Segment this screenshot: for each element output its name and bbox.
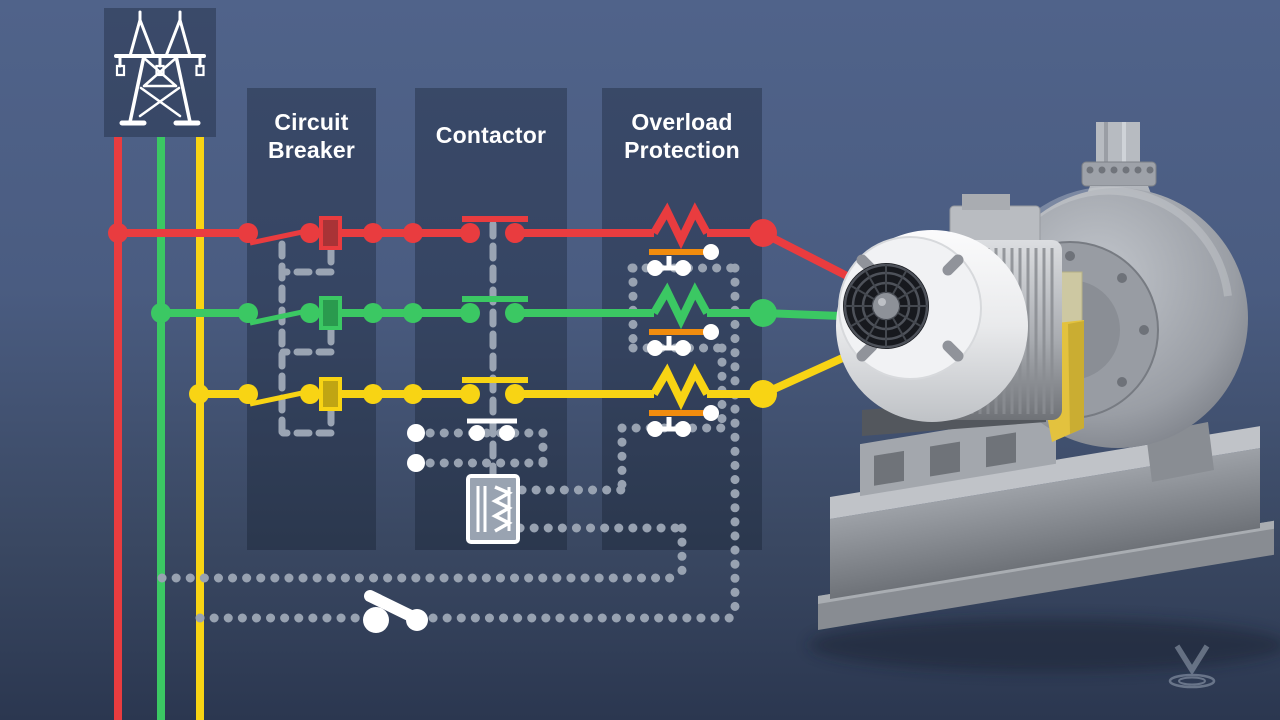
transmission-tower-icon: [114, 10, 206, 126]
pump-neck: [1058, 186, 1178, 270]
l2-wire-to-motor: [759, 309, 845, 320]
motor-pump-unit: [808, 122, 1280, 672]
tower-lines: [114, 10, 206, 126]
motor-feet: [862, 396, 1046, 436]
contactor-title: Contactor: [435, 122, 547, 148]
pump-pipe: [1096, 122, 1140, 168]
grille-spokes: [845, 265, 927, 347]
circuit-breaker-title: Circuit Breaker: [267, 109, 356, 164]
switch-pivot: [406, 609, 428, 631]
pump-casing: [988, 188, 1248, 448]
switch-pole: [363, 607, 389, 633]
motor-fin-block: [938, 240, 1062, 420]
motor-terminal-box: [949, 205, 1041, 247]
ripple-v-logo: [1168, 644, 1216, 689]
motor-drum: [836, 230, 1028, 422]
grille-rings: [843, 263, 929, 349]
start-stop-switch-icon: [363, 590, 428, 633]
motor-fins: [946, 248, 1054, 414]
pump-foot: [1146, 422, 1214, 482]
l3-wire-to-motor: [759, 347, 862, 398]
overload-protection-title: Overload Protection: [624, 109, 740, 164]
l1-wire-to-motor: [759, 229, 853, 281]
pump-front-flange: [981, 241, 1159, 419]
motor-face: [838, 236, 982, 380]
centrifugal-pump-3d: [948, 122, 1248, 482]
electric-motor-3d: [836, 194, 1062, 436]
contactor-panel: [415, 88, 567, 550]
coupling-guard: [1023, 271, 1084, 442]
supply-lines: [114, 137, 204, 720]
concrete-base: [818, 411, 1274, 631]
pump-bolt-ring: [991, 251, 1149, 409]
pump-hub: [1020, 280, 1120, 380]
motor-fan-grille: [843, 263, 929, 349]
switch-lever: [364, 590, 419, 623]
pump-shaft: [948, 312, 1034, 350]
power-source-panel: [104, 8, 216, 137]
pump-flange: [1081, 161, 1157, 187]
unit-shadow: [808, 618, 1280, 672]
grille-hub: [873, 293, 899, 319]
motor-face-slots: [856, 254, 964, 362]
